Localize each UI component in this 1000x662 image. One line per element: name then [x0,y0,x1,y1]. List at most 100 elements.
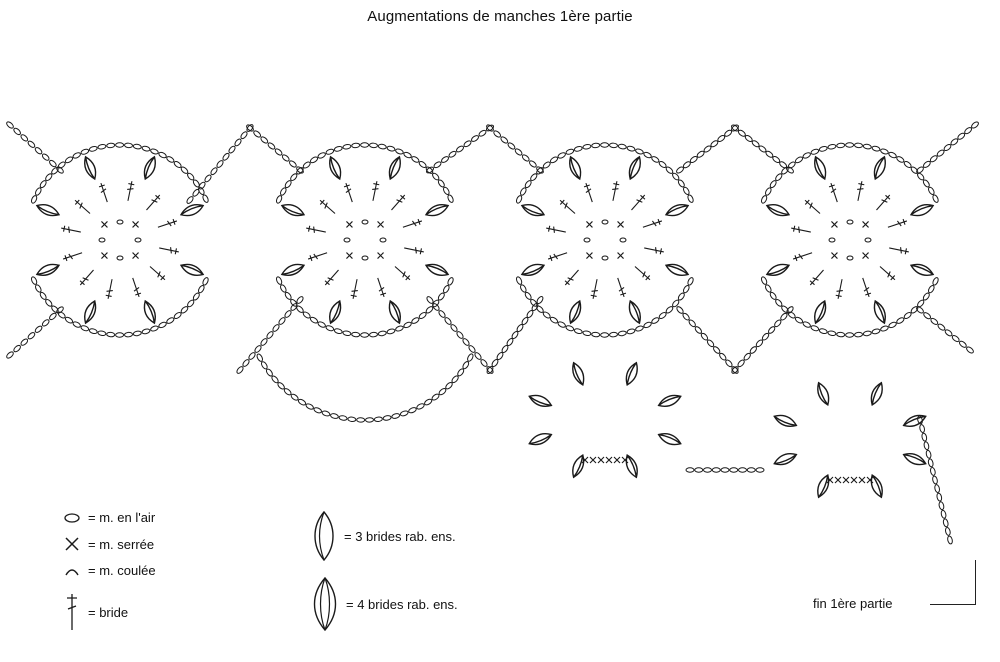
outer-chain-arc [302,161,311,169]
cluster-stitch [143,299,156,325]
bottom-chain-arc [356,417,366,423]
connecting-chain [945,527,951,536]
connecting-chain [521,317,529,325]
connecting-chain [236,366,244,374]
cluster-stitch [814,155,827,181]
outer-chain-arc [45,173,53,181]
cluster-stitch [628,299,641,325]
bottom-chain-arc [297,398,307,406]
outer-chain-arc [888,321,897,329]
outer-chain-arc [658,160,667,168]
chain-stitch [583,237,591,243]
double-crochet-stitch [149,266,166,281]
end-marker-line [930,604,976,605]
double-crochet-stitch [804,199,821,214]
connecting-chain [486,366,494,374]
cluster-stitch [873,299,886,325]
single-crochet-icon [65,537,79,551]
connecting-chain [486,124,494,132]
outer-chain-arc [542,161,551,169]
outer-chain-arc [275,195,283,204]
cluster-stitch [329,155,342,181]
connecting-chain [925,449,932,459]
outer-chain-arc [403,151,412,159]
double-crochet-stitch [583,182,593,203]
outer-chain-arc [447,194,454,203]
outer-chain-arc [437,292,445,301]
outer-chain-arc [932,277,939,286]
outer-chain-arc [106,331,116,338]
outer-chain-arc [202,194,209,203]
connecting-chain [480,359,488,367]
double-crochet-stitch [402,218,423,228]
outer-chain-arc [802,152,811,159]
connecting-chain [768,326,776,334]
single-crochet-stitch [589,456,597,464]
connecting-chain [266,331,274,339]
bottom-chain-arc [305,403,314,410]
outer-chain-arc [437,179,445,188]
double-crochet-stitch [372,181,380,201]
outer-chain-arc [827,143,837,150]
connecting-chain [13,127,21,136]
connecting-chain [536,296,544,304]
outer-chain-arc [386,145,396,152]
outer-chain-arc [827,330,837,337]
outer-chain-arc [903,312,912,320]
outer-chain-arc [80,325,90,332]
outer-chain-arc [651,156,660,163]
connecting-chain [210,167,218,176]
connecting-chain [958,340,967,348]
connecting-chain [765,150,774,158]
connecting-chain [260,338,268,346]
outer-chain-arc [377,330,387,337]
connecting-chain [216,160,224,168]
outer-chain-arc [573,145,583,152]
connecting-chain [694,326,702,334]
connecting-chain [426,296,434,304]
connecting-chain [676,166,684,174]
connecting-chain [6,351,14,359]
connecting-chain [253,130,262,138]
end-of-part-label: fin 1ère partie [813,596,893,611]
bottom-chain-arc [271,375,279,384]
bottom-chain-arc [365,417,375,423]
cluster-stitch [280,263,306,276]
double-crochet-stitch [394,266,411,281]
chain-stitch [379,237,387,243]
connecting-chain [485,124,495,132]
chain-stitch [846,219,854,225]
outer-chain-arc [351,142,361,149]
connecting-chain [284,310,292,318]
connecting-chain [240,131,248,140]
connecting-chain [720,467,730,473]
outer-chain-arc [360,142,370,148]
chain-stitch [98,237,106,243]
cluster-stitch [572,361,585,386]
outer-chain-arc [836,331,846,338]
outer-chain-arc [51,167,59,175]
double-crochet-stitch [559,199,576,214]
single-crochet-stitch [605,456,613,464]
outer-chain-arc [794,316,804,324]
double-crochet-stitch [879,266,896,281]
connecting-chain [281,154,290,162]
single-crochet-stitch [377,221,384,228]
bottom-chain-arc [467,353,474,362]
bottom-chain-arc [445,381,453,390]
outer-chain-arc [51,305,59,313]
connecting-chain [779,161,788,169]
connecting-chain [950,138,959,146]
outer-chain-arc [626,328,636,335]
outer-chain-arc [132,330,142,337]
connecting-chain [526,310,534,318]
bottom-chain-arc [330,413,339,419]
outer-chain-arc [802,321,811,328]
double-crochet-stitch [642,218,663,228]
double-crochet-stitch [350,279,358,299]
outer-chain-arc [760,195,768,204]
outer-chain-arc [787,161,796,169]
outer-chain-arc [202,277,209,286]
connecting-chain [717,135,726,142]
outer-chain-arc [880,148,889,155]
